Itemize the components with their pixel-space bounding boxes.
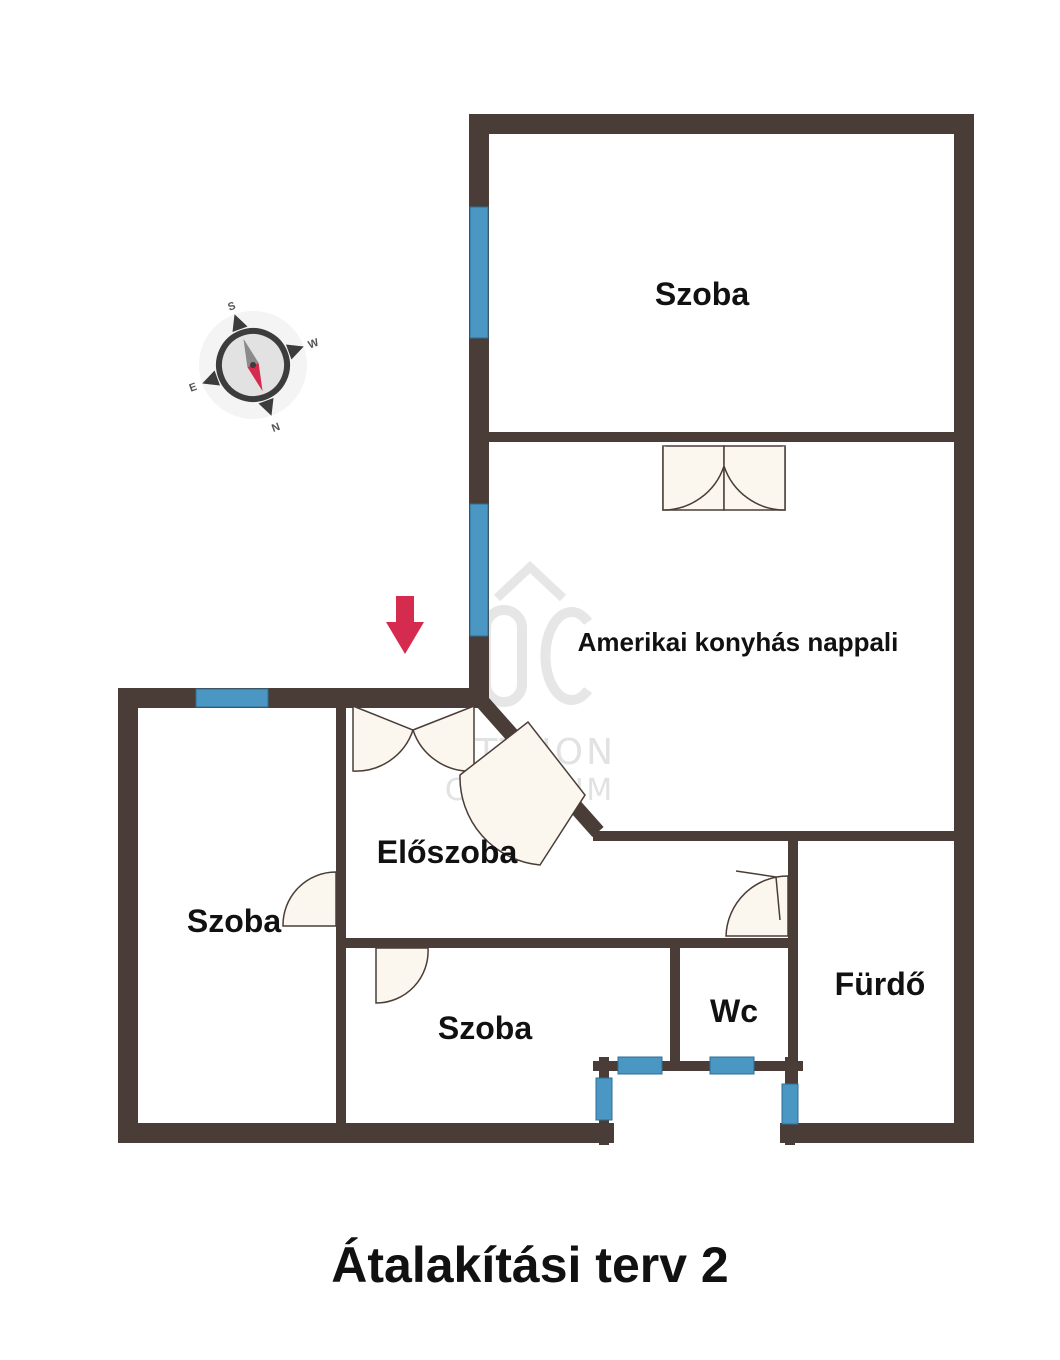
door-top-room	[662, 445, 786, 511]
door-hall-entrance	[352, 704, 475, 772]
window-bath	[781, 1083, 799, 1125]
room-label-living: Amerikai konyhás nappali	[578, 627, 899, 657]
door-living-room	[459, 720, 586, 866]
door-left-room	[282, 871, 337, 927]
compass-w: W	[307, 336, 321, 351]
window-top-room	[469, 206, 489, 339]
compass-n: N	[270, 421, 282, 435]
windows	[195, 206, 799, 1125]
door-bottom-room	[375, 947, 429, 1004]
window-living-room	[469, 503, 489, 637]
compass-s: S	[226, 300, 237, 314]
room-label-bath: Fürdő	[835, 966, 926, 1002]
compass-icon: S N E W	[188, 300, 321, 435]
room-label-top-room: Szoba	[655, 276, 749, 312]
entrance-arrow-icon	[386, 596, 424, 654]
door-bath	[725, 870, 789, 937]
room-label-hall: Előszoba	[377, 834, 518, 870]
window-bottom-room	[595, 1077, 613, 1121]
window-wc-left	[617, 1056, 663, 1075]
window-wc-right	[709, 1056, 755, 1075]
compass-e: E	[188, 381, 199, 395]
plan-title: Átalakítási terv 2	[331, 1237, 729, 1293]
room-label-left-room: Szoba	[187, 903, 281, 939]
room-label-bottom-room: Szoba	[438, 1010, 532, 1046]
window-left-room	[195, 688, 269, 708]
room-label-wc: Wc	[710, 993, 758, 1029]
doors	[282, 445, 789, 1004]
interior-walls	[336, 432, 961, 1145]
